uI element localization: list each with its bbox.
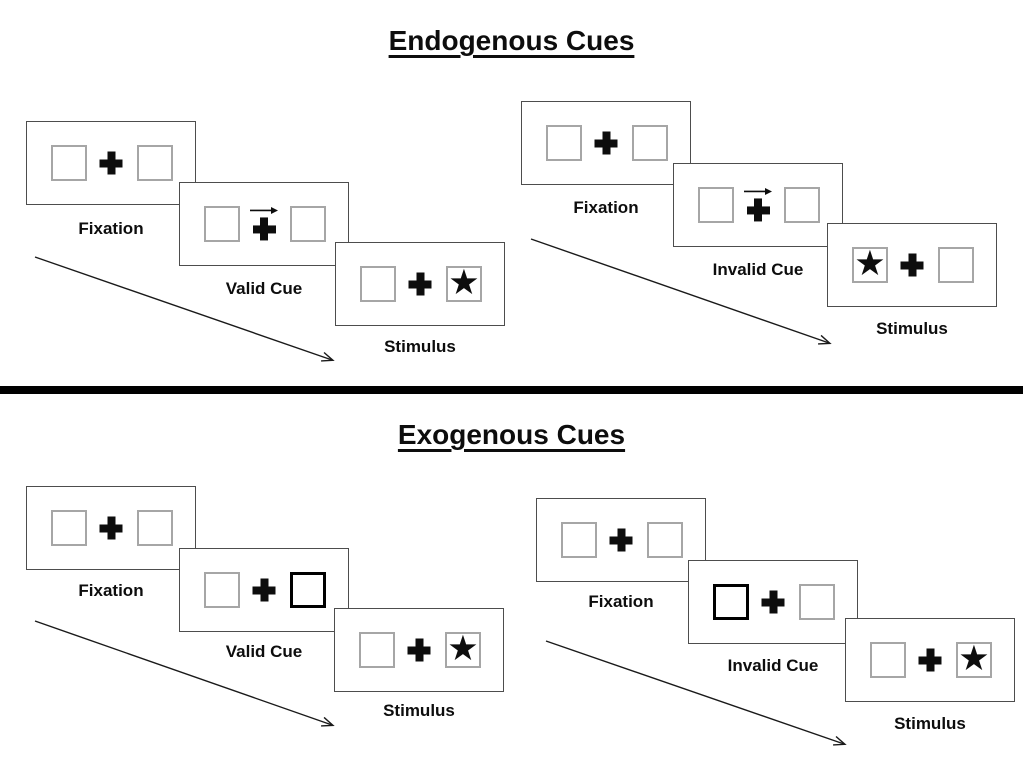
left-placeholder-box xyxy=(360,266,396,302)
fixation-cross-icon xyxy=(595,132,618,155)
fixation-cross-icon xyxy=(901,254,924,277)
stimulus-label: Stimulus xyxy=(383,701,455,720)
section-title-endogenous: Endogenous Cues xyxy=(388,25,635,56)
cue-arrow-icon xyxy=(744,187,772,195)
left-placeholder-box xyxy=(870,642,906,678)
right-placeholder-box xyxy=(784,187,820,223)
left-placeholder-box xyxy=(204,206,240,242)
central-cue xyxy=(744,186,772,221)
fixation-cross-icon xyxy=(100,152,123,175)
left-placeholder-box xyxy=(359,632,395,668)
fixation-cross-icon xyxy=(100,517,123,540)
stimulus-star-box: ★ xyxy=(956,638,992,678)
left-placeholder-box xyxy=(51,510,87,546)
cue-screen xyxy=(179,182,349,266)
fixation-label: Fixation xyxy=(573,198,639,217)
fixation-label: Fixation xyxy=(588,592,654,611)
stimulus-star-box: ★ xyxy=(852,243,888,283)
left-placeholder-box xyxy=(51,145,87,181)
cue-highlight-box xyxy=(290,572,326,608)
cue-screen xyxy=(688,560,858,644)
star-icon: ★ xyxy=(448,262,480,302)
cue-label: Invalid Cue xyxy=(727,656,819,675)
right-placeholder-box xyxy=(137,145,173,181)
fixation-label: Fixation xyxy=(78,581,144,600)
fixation-label: Fixation xyxy=(78,219,144,238)
stimulus-label: Stimulus xyxy=(894,714,966,733)
cue-screen xyxy=(673,163,843,247)
section-divider xyxy=(0,386,1023,394)
central-cue xyxy=(250,205,278,240)
right-placeholder-box xyxy=(799,584,835,620)
stimulus-star-box: ★ xyxy=(445,628,481,668)
fixation-cross-icon xyxy=(253,579,276,602)
left-placeholder-box xyxy=(698,187,734,223)
star-icon: ★ xyxy=(958,638,990,678)
stimulus-label: Stimulus xyxy=(384,337,456,356)
right-placeholder-box xyxy=(632,125,668,161)
timeline-arrow-endogenous-invalid xyxy=(530,238,832,345)
fixation-cross-icon xyxy=(409,273,432,296)
stimulus-screen: ★ xyxy=(335,242,505,326)
fixation-screen xyxy=(26,121,196,205)
fixation-cross-icon xyxy=(919,649,942,672)
right-placeholder-box xyxy=(137,510,173,546)
left-placeholder-box xyxy=(546,125,582,161)
fixation-cross-icon xyxy=(747,198,770,221)
left-placeholder-box xyxy=(561,522,597,558)
stimulus-screen: ★ xyxy=(334,608,504,692)
right-placeholder-box xyxy=(647,522,683,558)
right-placeholder-box xyxy=(938,247,974,283)
timeline-arrow-endogenous-valid xyxy=(34,256,335,362)
cue-arrow-icon xyxy=(250,206,278,214)
stimulus-star-box: ★ xyxy=(446,262,482,302)
cue-highlight-box xyxy=(713,584,749,620)
star-icon: ★ xyxy=(447,628,479,668)
timeline-arrow-exogenous-valid xyxy=(34,620,335,727)
stimulus-screen: ★ xyxy=(827,223,997,307)
fixation-cross-icon xyxy=(253,217,276,240)
cue-screen xyxy=(179,548,349,632)
fixation-cross-icon xyxy=(762,591,785,614)
stimulus-screen: ★ xyxy=(845,618,1015,702)
right-placeholder-box xyxy=(290,206,326,242)
star-icon: ★ xyxy=(854,243,886,283)
left-placeholder-box xyxy=(204,572,240,608)
fixation-cross-icon xyxy=(610,529,633,552)
cue-label: Invalid Cue xyxy=(712,260,804,279)
fixation-screen xyxy=(26,486,196,570)
stimulus-label: Stimulus xyxy=(876,319,948,338)
cue-label: Valid Cue xyxy=(225,279,303,298)
fixation-screen xyxy=(521,101,691,185)
section-title-exogenous: Exogenous Cues xyxy=(397,419,626,450)
fixation-screen xyxy=(536,498,706,582)
fixation-cross-icon xyxy=(408,639,431,662)
cue-label: Valid Cue xyxy=(225,642,303,661)
